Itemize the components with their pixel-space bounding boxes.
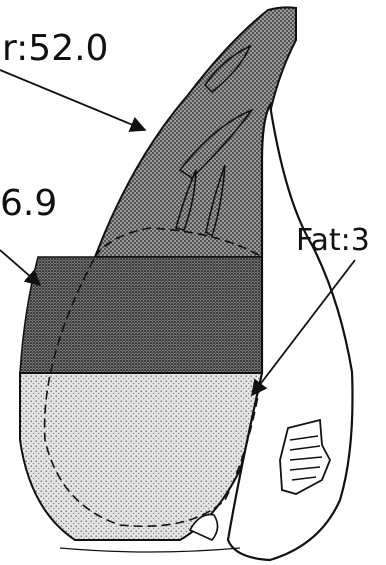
middle-left-arrow — [0, 250, 40, 285]
middle-dark-band — [20, 257, 262, 373]
label-middle-left: 6.9 — [0, 183, 57, 224]
top-left-arrow — [0, 70, 145, 130]
bottom-thin-line — [60, 548, 240, 552]
label-right: Fat:3 — [296, 223, 370, 258]
label-top-left: r:52.0 — [2, 28, 108, 69]
lower-light-region — [20, 373, 262, 540]
